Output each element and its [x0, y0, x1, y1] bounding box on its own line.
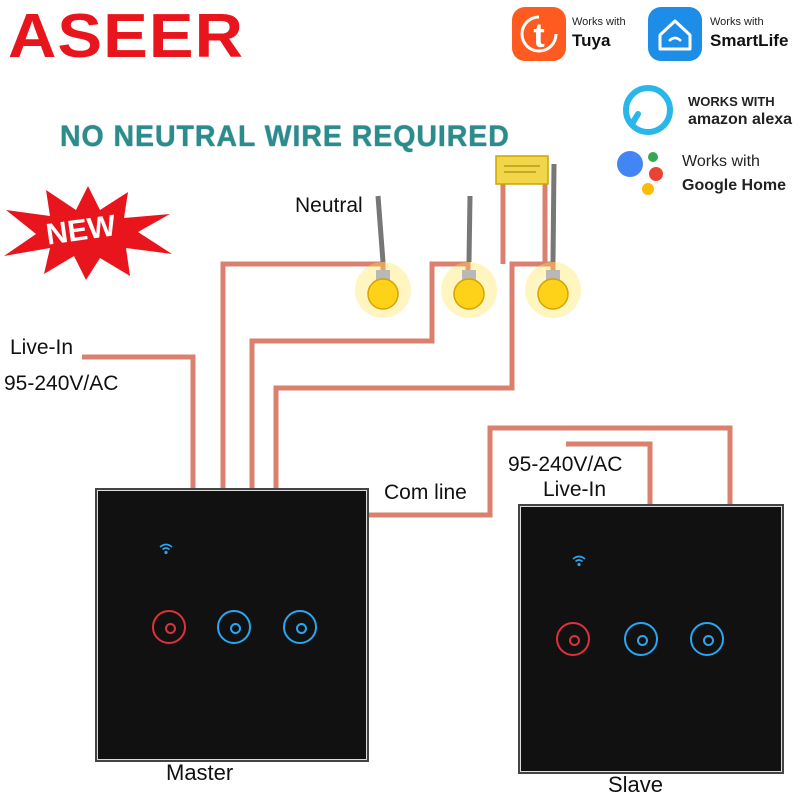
- master-button-2[interactable]: [217, 610, 251, 644]
- tuya-badge-big: Tuya: [572, 31, 611, 50]
- headline: NO NEUTRAL WIRE REQUIRED: [60, 120, 510, 153]
- voltage-left-label: 95-240V/AC: [4, 372, 119, 395]
- wires: [82, 178, 733, 518]
- alexa-line2: amazon alexa: [688, 111, 793, 128]
- wire-com-line: [366, 425, 733, 518]
- wifi-icon: [159, 542, 173, 555]
- google-line2: Google Home: [682, 177, 787, 194]
- google-line1: Works with: [682, 153, 760, 170]
- starburst-icon: [4, 186, 172, 280]
- slave-button-1[interactable]: [556, 622, 590, 656]
- alexa-icon: [622, 84, 674, 141]
- brand-logo: ASEER: [8, 2, 245, 71]
- slave-caption: Slave: [608, 772, 664, 797]
- voltage-right-label: 95-240V/AC: [508, 453, 623, 476]
- bulb-2: [441, 262, 497, 318]
- neutral-label: Neutral: [295, 194, 363, 217]
- wire-master-bulb-2: [249, 261, 471, 490]
- wire-master-bulb-3: [273, 261, 556, 490]
- google-assistant-icon: [610, 144, 670, 203]
- com-line-label: Com line: [384, 481, 467, 504]
- neutral-wire-3: [550, 163, 557, 263]
- wifi-icon: [572, 554, 586, 567]
- slave-button-2[interactable]: [624, 622, 658, 656]
- google-home-badge: Works with Google Home: [606, 140, 800, 198]
- new-starburst: NEW: [0, 184, 176, 280]
- bulb-1: [355, 262, 411, 318]
- tuya-icon: t: [512, 7, 566, 61]
- svg-text:t: t: [533, 17, 544, 55]
- master-button-3[interactable]: [283, 610, 317, 644]
- wire-live-in-left: [82, 354, 196, 490]
- neutral-wire-1: [375, 195, 386, 263]
- live-in-left-label: Live-In: [10, 336, 74, 359]
- slave-button-3[interactable]: [690, 622, 724, 656]
- neutral-wires: [375, 163, 557, 263]
- bulb-3: [525, 262, 581, 318]
- master-caption: Master: [166, 760, 234, 785]
- tuya-badge: t Works with Tuya: [512, 4, 636, 64]
- alexa-line1: WORKS WITH: [688, 94, 775, 109]
- capacitor: [495, 155, 549, 185]
- smartlife-badge-big: SmartLife: [710, 31, 789, 50]
- master-button-1[interactable]: [152, 610, 186, 644]
- slave-switch-panel: [518, 504, 784, 774]
- tuya-badge-small: Works with: [572, 16, 626, 28]
- master-switch-panel: [95, 488, 369, 762]
- smartlife-badge-small: Works with: [710, 16, 764, 28]
- smartlife-badge: Works with SmartLife: [648, 4, 798, 64]
- wire-master-bulb-1: [220, 261, 386, 490]
- neutral-wire-2: [466, 195, 473, 263]
- smartlife-home-icon: [648, 7, 702, 61]
- alexa-badge: WORKS WITH amazon alexa: [622, 82, 800, 138]
- wire-live-in-right: [566, 441, 653, 506]
- live-in-right-label: Live-In: [543, 478, 607, 501]
